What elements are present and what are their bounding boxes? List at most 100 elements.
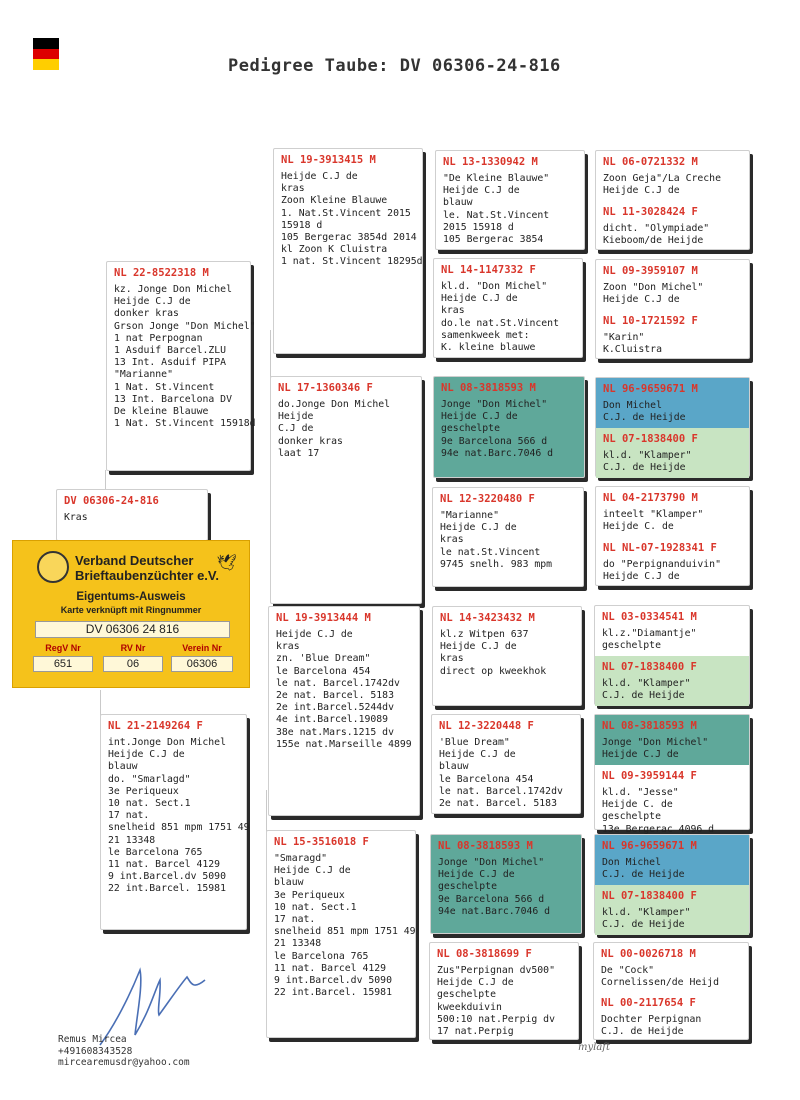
sire-card[interactable]: NL 22-8522318 M kz. Jonge Don Michel Hei… [106,261,256,471]
pigeon-details: kz. Jonge Don Michel Heijde C.J de donke… [114,284,256,430]
germany-flag-icon [33,38,59,70]
ring-number: NL NL-07-1928341 F [603,542,717,554]
ring-number: NL 17-1360346 F [278,382,373,394]
ring-number: DV 06306-24-816 [64,495,159,507]
grandparent-card[interactable]: NL 15-3516018 F "Smaragd" Heijde C.J de … [266,830,416,1038]
ring-number: NL 08-3818593 M [602,720,697,732]
ring-number: NL 11-3028424 F [603,206,698,218]
pigeon-details: do.Jonge Don Michel Heijde C.J de donker… [278,399,391,459]
grandparent-card[interactable]: NL 17-1360346 F do.Jonge Don Michel Heij… [270,376,422,604]
pigeon-details: Zoon Geja"/La Creche Heijde C.J de [603,173,721,197]
ancestor-pair-card[interactable]: NL 00-0026718 M De "Cock" Cornelissen/de… [593,942,749,1040]
page-title: Pedigree Taube: DV 06306-24-816 [228,56,561,76]
org-line-1: Verband Deutscher [75,553,194,568]
ring-number: NL 03-0334541 M [602,611,697,623]
pigeon-details: inteelt "Klamper" Heijde C. de [603,509,704,533]
pigeon-details: Dochter Perpignan C.J. de Heijde [601,1014,702,1038]
great-grandparent-card[interactable]: NL 08-3818593 M Jonge "Don Michel" Heijd… [433,376,585,478]
subject-card[interactable]: DV 06306-24-816 Kras [56,489,208,541]
great-grandparent-card[interactable]: NL 14-3423432 M kl.z Witpen 637 Heijde C… [432,606,582,706]
ancestor-pair-card[interactable]: NL 08-3818593 M Jonge "Don Michel" Heijd… [594,714,750,835]
verein-value: 06306 [171,656,233,672]
ring-number: NL 14-3423432 M [440,612,535,624]
ring-number: NL 00-2117654 F [601,997,696,1009]
ancestor-pair-card[interactable]: NL 96-9659671 M Don Michel C.J. de Heijd… [594,834,750,935]
pigeon-details: do "Perpignanduivin" Heijde C.J de [603,559,721,583]
ring-number: NL 07-1838400 F [602,890,697,902]
regv-value: 651 [33,656,93,672]
pigeon-icon: 🕊 [216,553,237,572]
regv-label: RegV Nr [45,643,81,653]
pigeon-details: Zoon "Don Michel" Heijde C.J de [603,282,704,306]
ring-number: NL 10-1721592 F [603,315,698,327]
verein-label: Verein Nr [182,643,222,653]
ring-number: NL 22-8522318 M [114,267,209,279]
pigeon-details: "De Kleine Blauwe" Heijde C.J de blauw l… [443,173,550,246]
signature [99,967,206,1046]
pigeon-details: dicht. "Olympiade" Kieboom/de Heijde [603,223,710,247]
ring-number: NL 19-3913444 M [276,612,371,624]
ring-number: NL 07-1838400 F [603,433,698,445]
ancestor-pair-card[interactable]: NL 96-9659671 M Don Michel C.J. de Heijd… [595,377,750,478]
great-grandparent-card[interactable]: NL 12-3220448 F 'Blue Dream" Heijde C.J … [431,714,581,814]
great-grandparent-card[interactable]: NL 12-3220480 F "Marianne" Heijde C.J de… [432,487,584,587]
ring-number: NL 12-3220480 F [440,493,535,505]
pigeon-details: Heijde C.J de kras zn. 'Blue Dream" le B… [276,629,412,750]
owner-name: Remus Mircea [58,1034,127,1045]
pigeon-details: De "Cock" Cornelissen/de Heijd [601,965,719,989]
pigeon-details: Don Michel C.J. de Heijde [603,400,686,424]
pigeon-details: 'Blue Dream" Heijde C.J de blauw le Barc… [439,737,563,810]
pigeon-details: kl.d. "Don Michel" Heijde C.J de kras do… [441,281,559,354]
vdb-logo-icon [37,551,69,583]
pigeon-details: kl.z."Diamantje" geschelpte [602,628,697,652]
ring-number: NL 19-3913415 M [281,154,376,166]
grandparent-card[interactable]: NL 19-3913415 M Heijde C.J de kras Zoon … [273,148,423,354]
ancestor-pair-card[interactable]: NL 06-0721332 M Zoon Geja"/La Creche Hei… [595,150,750,250]
pigeon-details: kl.d. "Klamper" C.J. de Heijde [602,907,691,931]
great-grandparent-card[interactable]: NL 08-3818593 M Jonge "Don Michel" Heijd… [430,834,582,934]
owner-contact: Remus Mircea +491608343528 mircearemusdr… [58,1034,190,1069]
great-grandparent-card[interactable]: NL 08-3818699 F Zus"Perpignan dv500" Hei… [429,942,579,1040]
badge-subheading: Karte verknüpft mit Ringnummer [60,605,202,615]
ring-number: NL 08-3818593 M [441,382,536,394]
grandparent-card[interactable]: NL 19-3913444 M Heijde C.J de kras zn. '… [268,606,420,816]
ring-number: NL 96-9659671 M [602,840,697,852]
pigeon-details: kl.d. "Klamper" C.J. de Heijde [602,678,691,702]
great-grandparent-card[interactable]: NL 14-1147332 F kl.d. "Don Michel" Heijd… [433,258,583,358]
ancestor-pair-card[interactable]: NL 09-3959107 M Zoon "Don Michel" Heijde… [595,259,750,359]
pigeon-details: "Smaragd" Heijde C.J de blauw 3e Perique… [274,853,416,999]
ring-number: NL 96-9659671 M [603,383,698,395]
ring-number: NL 08-3818593 M [438,840,533,852]
pigeon-details: int.Jonge Don Michel Heijde C.J de blauw… [108,737,250,895]
org-line-2: Brieftaubenzüchter e.V. [75,568,220,583]
pigeon-details: Jonge "Don Michel" Heijde C.J de geschel… [441,399,554,459]
ring-number: NL 14-1147332 F [441,264,536,276]
rv-label: RV Nr [120,643,146,653]
ring-number: NL 00-0026718 M [601,948,696,960]
ring-number: NL 06-0721332 M [603,156,698,168]
pigeon-details: kl.z Witpen 637 Heijde C.J de kras direc… [440,629,547,677]
ring-number: NL 13-1330942 M [443,156,538,168]
pigeon-details: Don Michel C.J. de Heijde [602,857,685,881]
pigeon-details: Kras [64,512,88,523]
pigeon-details: Jonge "Don Michel" Heijde C.J de geschel… [438,857,551,917]
ring-number: NL 07-1838400 F [602,661,697,673]
pigeon-details: kl.d. "Jesse" Heijde C. de geschelpte 13… [602,787,715,835]
ring-number: NL 09-3959107 M [603,265,698,277]
ring-number: NL 12-3220448 F [439,720,534,732]
ancestor-pair-card[interactable]: NL 04-2173790 M inteelt "Klamper" Heijde… [595,486,750,586]
badge-ring-number: DV 06306 24 816 [35,621,230,638]
owner-email: mircearemusdr@yahoo.com [58,1057,190,1068]
pigeon-details: Heijde C.J de kras Zoon Kleine Blauwe 1.… [281,171,423,268]
org-name: Verband Deutscher Brieftaubenzüchter e.V… [39,553,229,583]
watermark-logo: mylaft [578,1042,611,1053]
ring-number: NL 21-2149264 F [108,720,203,732]
pigeon-details: Jonge "Don Michel" Heijde C.J de [602,737,709,761]
ancestor-pair-card[interactable]: NL 03-0334541 M kl.z."Diamantje" geschel… [594,605,750,706]
dam-card[interactable]: NL 21-2149264 F int.Jonge Don Michel Hei… [100,714,250,930]
great-grandparent-card[interactable]: NL 13-1330942 M "De Kleine Blauwe" Heijd… [435,150,585,250]
pigeon-details: kl.d. "Klamper" C.J. de Heijde [603,450,692,474]
ring-number: NL 15-3516018 F [274,836,369,848]
ownership-card: Verband Deutscher Brieftaubenzüchter e.V… [12,540,250,688]
owner-phone: +491608343528 [58,1045,133,1057]
